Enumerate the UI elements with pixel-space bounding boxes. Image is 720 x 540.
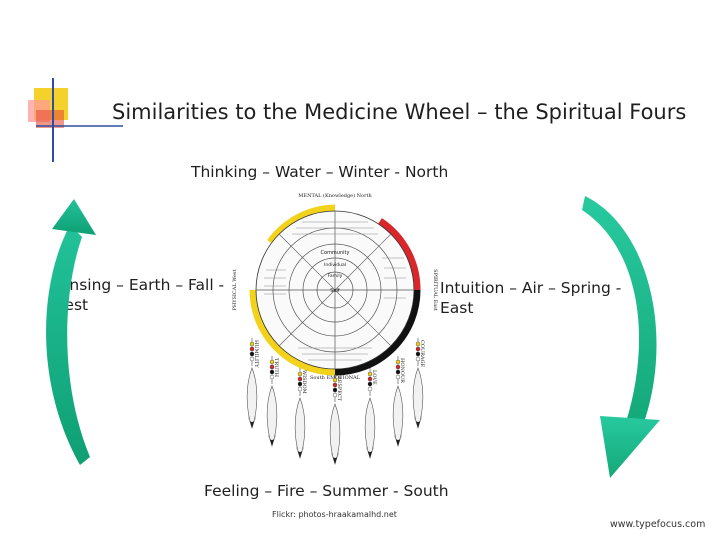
- feather-label: HUMILITY: [253, 340, 259, 368]
- feather-label: RESPECT: [336, 376, 342, 402]
- slide-title: Similarities to the Medicine Wheel – the…: [112, 100, 687, 124]
- feather-courage: COURAGE: [412, 338, 425, 429]
- feathers-group: HUMILITY TRUTH WISDOM RESPECT LOVE HONOUR COUR…: [246, 338, 425, 465]
- corner-decoration: [28, 78, 123, 162]
- wheel-left-label: PHYSICAL West: [232, 269, 238, 310]
- feather-label: WISDOM: [301, 370, 307, 394]
- feather-love: LOVE: [364, 368, 377, 459]
- feather-respect: RESPECT: [329, 374, 342, 465]
- wheel-ring-individual: Individual: [324, 262, 346, 268]
- feather-humility: HUMILITY: [246, 338, 259, 429]
- east-label: Intuition – Air – Spring - East: [440, 279, 622, 317]
- left-cycle-arrow: [46, 199, 96, 465]
- feather-label: LOVE: [371, 370, 377, 385]
- photo-credit: Flickr: photos-hraakamalhd.net: [272, 510, 397, 519]
- wheel-south-ring: [334, 289, 421, 376]
- feather-honour: HONOUR: [392, 356, 405, 447]
- feather-label: COURAGE: [419, 340, 425, 368]
- wheel-east-ring: [378, 218, 421, 291]
- right-cycle-arrow: [582, 196, 660, 478]
- medicine-wheel-diagram: MENTAL (Knowledge) North South EMOTIONAL…: [232, 192, 438, 465]
- feather-truth: TRUTH: [266, 356, 279, 447]
- wheel-right-label: SPIRITUAL East: [432, 269, 438, 311]
- south-label: Feeling – Fire – Summer - South: [204, 482, 449, 500]
- wheel-ring-community: Community: [321, 250, 350, 256]
- decor-red-square: [36, 110, 64, 128]
- north-label: Thinking – Water – Winter - North: [191, 163, 449, 181]
- wheel-west-ring: [249, 289, 336, 376]
- footer-url: www.typefocus.com: [610, 519, 706, 530]
- feather-label: TRUTH: [273, 358, 279, 378]
- feather-wisdom: WISDOM: [294, 368, 307, 459]
- wheel-ring-self: Self: [330, 288, 340, 294]
- wheel-ring-family: Family: [328, 273, 343, 279]
- feather-label: HONOUR: [399, 358, 405, 383]
- wheel-top-label: MENTAL (Knowledge) North: [298, 192, 372, 199]
